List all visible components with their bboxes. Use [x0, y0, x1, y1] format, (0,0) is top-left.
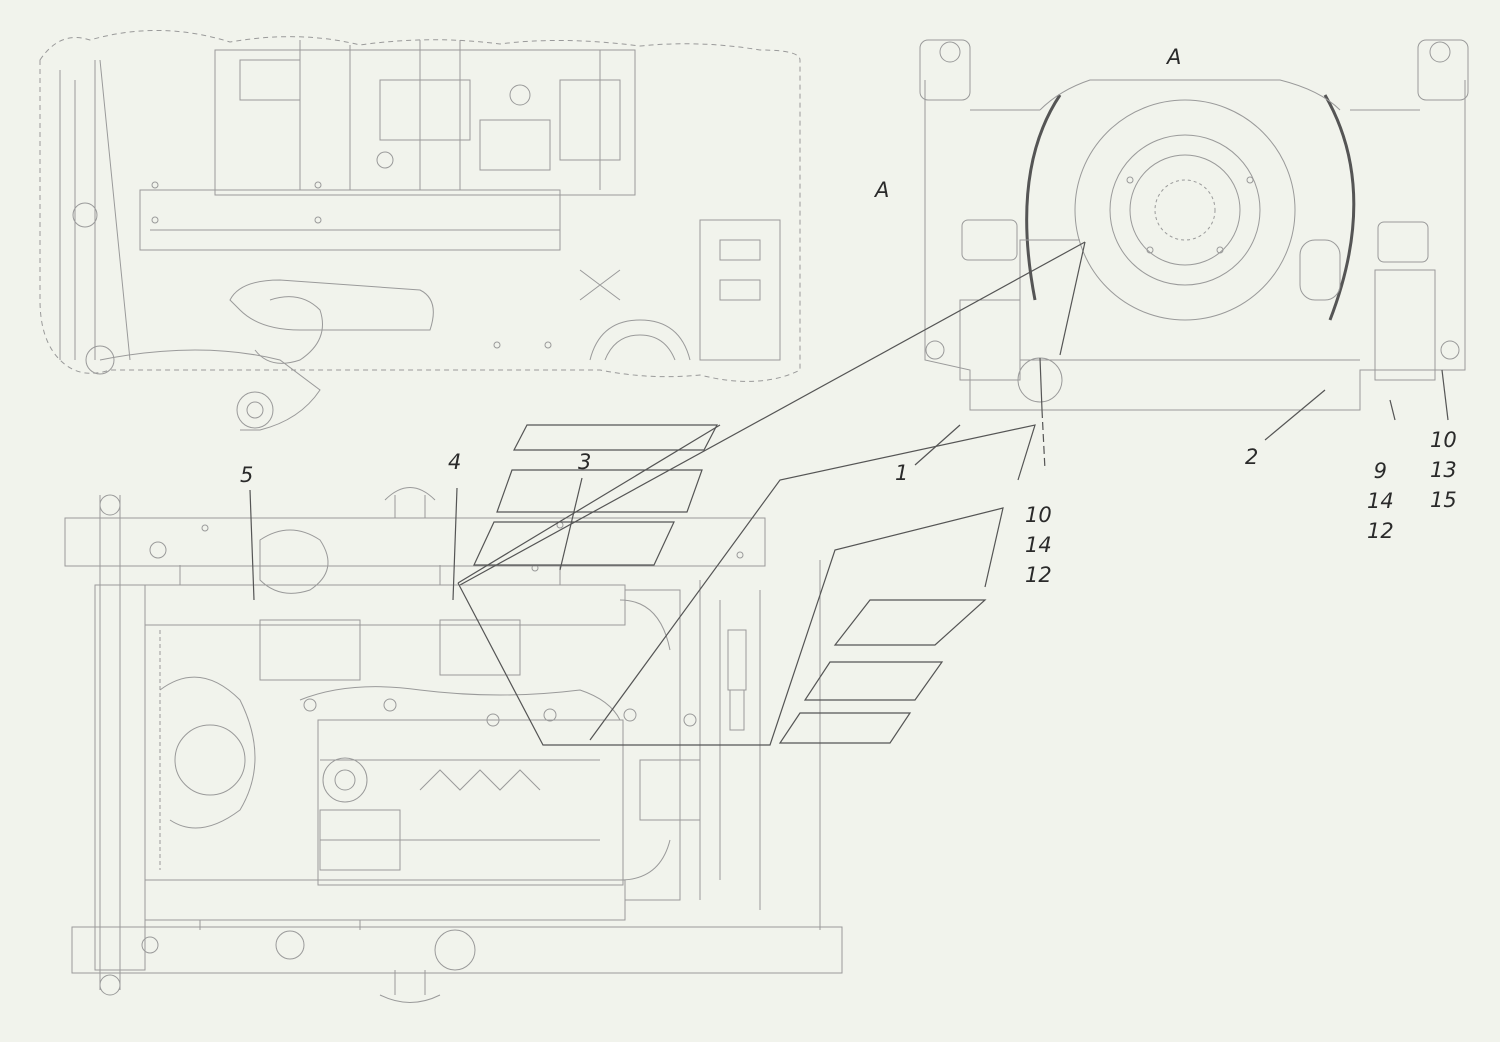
callout-3: 3: [578, 450, 592, 474]
callout-group-right-b-line3: 15: [1430, 488, 1457, 512]
callout-1: 1: [895, 461, 909, 485]
callout-group-mid-line1: 10: [1025, 503, 1052, 527]
bottom-left-plan-view: [64, 487, 843, 1003]
callout-5: 5: [240, 463, 254, 487]
callout-group-mid: 10 14 12: [1025, 500, 1052, 590]
callout-group-mid-line2: 14: [1025, 533, 1052, 557]
callout-2: 2: [1245, 445, 1259, 469]
callout-group-right-b-line2: 13: [1430, 458, 1457, 482]
callout-group-right-a-line3: 12: [1367, 519, 1394, 543]
upper-right-front-view: [919, 39, 1469, 411]
callout-4: 4: [448, 450, 462, 474]
view-label-a-side: A: [875, 178, 890, 202]
upper-left-side-view: [39, 29, 801, 431]
callout-group-right-a: 9 14 12: [1367, 456, 1394, 546]
callout-group-right-b-line1: 10: [1430, 428, 1457, 452]
view-label-a-top: A: [1167, 45, 1182, 69]
leader-lines: [249, 241, 1449, 746]
callout-group-mid-line3: 12: [1025, 563, 1052, 587]
callout-group-right-a-line2: 14: [1367, 489, 1394, 513]
callout-group-right-b: 10 13 15: [1430, 425, 1457, 515]
callout-group-right-a-line1: 9: [1373, 459, 1388, 483]
